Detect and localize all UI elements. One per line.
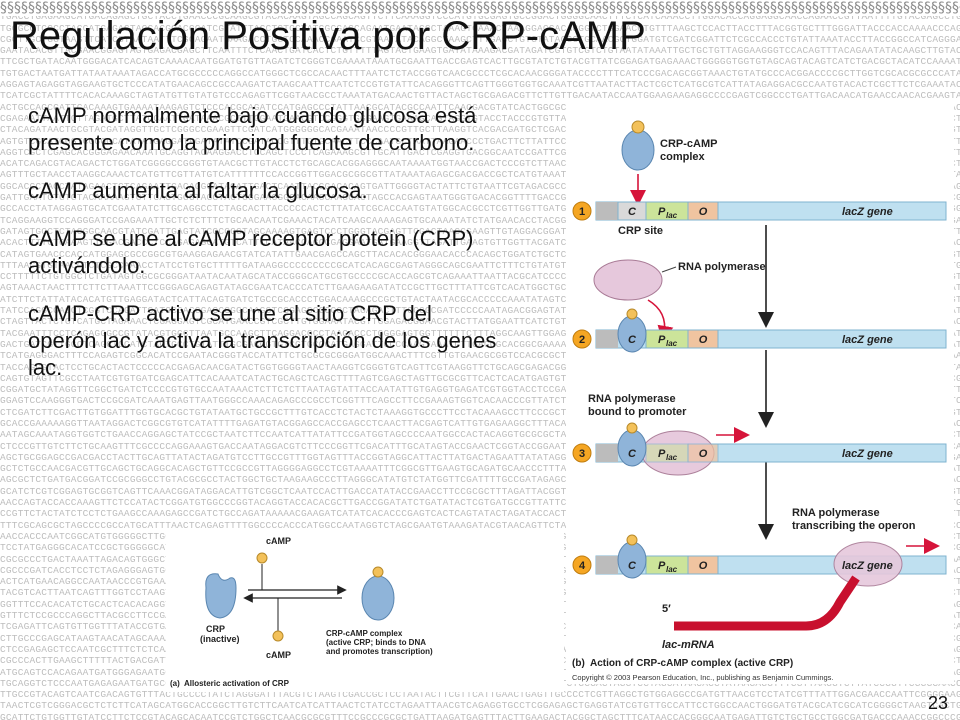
region-c: C xyxy=(628,560,637,572)
crp-site-label: CRP site xyxy=(618,225,663,237)
camp-bottom-label: cAMP xyxy=(266,650,291,660)
complex-label-2: (active CRP; binds to DNA xyxy=(326,638,426,647)
step-badge: 2 xyxy=(579,334,585,346)
region-p-subscript: lac xyxy=(666,453,678,462)
bullet-item: cAMP-CRP activo se une al sitio CRP del … xyxy=(28,301,497,380)
step-badge: 3 xyxy=(579,448,585,460)
camp-molecule-icon xyxy=(272,630,284,642)
decorative-top-border: §§§§§§§§§§§§§§§§§§§§§§§§§§§§§§§§§§§§§§§§… xyxy=(0,0,960,16)
slide-title: Regulación Positiva por CRP-cAMP xyxy=(10,14,646,58)
region-c: C xyxy=(628,206,637,218)
region-p: P xyxy=(658,448,666,460)
crp-label: CRP xyxy=(206,624,225,634)
camp-top-label: cAMP xyxy=(266,536,291,546)
five-prime-label: 5′ xyxy=(662,603,671,615)
step-3-row: 3 C P lac O lacZ gene xyxy=(572,422,947,476)
region-c: C xyxy=(628,334,637,346)
region-o: O xyxy=(699,206,708,218)
lacz-gene-label: lacZ gene xyxy=(842,206,893,218)
camp-molecule-icon xyxy=(372,566,384,578)
bullet-item: cAMP se une al cAMP receptor protein (CR… xyxy=(28,226,474,278)
region-o: O xyxy=(699,560,708,572)
step-2-row: 2 C P lac O lacZ gene xyxy=(572,308,947,353)
region-o: O xyxy=(699,448,708,460)
region-p-subscript: lac xyxy=(666,211,678,220)
crp-camp-active-icon xyxy=(361,575,395,621)
lac-mrna-label: lac-mRNA xyxy=(662,639,715,651)
inactive-label: (inactive) xyxy=(200,634,240,644)
lacz-gene-label: lacZ gene xyxy=(842,448,893,460)
panel-b-crp-action-figure: CRP-cAMP complex 1 C P lac O lacZ gene C… xyxy=(566,102,954,684)
lacz-gene-label: lacZ gene xyxy=(842,560,893,572)
panel-a-allosteric-activation-figure: cAMP CRP (inactive) cAMP CRP-cAMP comple… xyxy=(166,532,564,692)
page-number: 23 xyxy=(927,693,948,713)
bullet-list: cAMP normalmente bajo cuando glucosa est… xyxy=(28,102,498,402)
step-badge: 4 xyxy=(579,560,586,572)
crp-camp-complex-icon xyxy=(621,120,655,171)
panel-b-caption: Action of CRP-cAMP complex (active CRP) xyxy=(590,658,793,669)
complex-label-3: and promotes transcription) xyxy=(326,647,433,656)
panel-a-caption: Allosteric activation of CRP xyxy=(184,679,290,688)
bound-label: RNA polymerase xyxy=(588,393,676,405)
region-p: P xyxy=(658,334,666,346)
region-o: O xyxy=(699,334,708,346)
bullet-item: cAMP aumenta al faltar la glucosa. xyxy=(28,178,368,203)
lac-mrna-strand xyxy=(674,575,860,631)
crp-inactive-icon xyxy=(205,573,237,619)
region-p-subscript: lac xyxy=(666,339,678,348)
complex-label-1: CRP-cAMP complex xyxy=(326,629,403,638)
panel-a-caption-letter: (a) xyxy=(170,679,180,688)
camp-molecule-icon xyxy=(256,552,268,564)
lacz-gene-label: lacZ gene xyxy=(842,334,893,346)
transcribing-label-2: transcribing the operon xyxy=(792,520,916,532)
step-badge: 1 xyxy=(579,206,585,218)
crp-camp-label: CRP-cAMP xyxy=(660,138,717,150)
region-p: P xyxy=(658,560,666,572)
region-p-subscript: lac xyxy=(666,565,678,574)
rna-polymerase-icon xyxy=(593,259,677,301)
panel-b-caption-letter: (b) xyxy=(572,658,585,669)
bound-label-2: bound to promoter xyxy=(588,406,687,418)
polymerase-arrow xyxy=(647,299,674,342)
transcribing-label: RNA polymerase xyxy=(792,507,880,519)
step-1-row: 1 C P lac O lacZ gene CRP site xyxy=(572,201,947,237)
bullet-item: cAMP normalmente bajo cuando glucosa est… xyxy=(28,103,477,155)
step-4-row: 4 C P lac O lacZ gene 5′ lac-mRNA xyxy=(572,534,947,651)
panel-b-copyright: Copyright © 2003 Pearson Education, Inc.… xyxy=(572,673,834,682)
rna-polymerase-label: RNA polymerase xyxy=(678,261,766,273)
complex-label-text: complex xyxy=(660,151,706,163)
region-p: P xyxy=(658,206,666,218)
region-c: C xyxy=(628,448,637,460)
